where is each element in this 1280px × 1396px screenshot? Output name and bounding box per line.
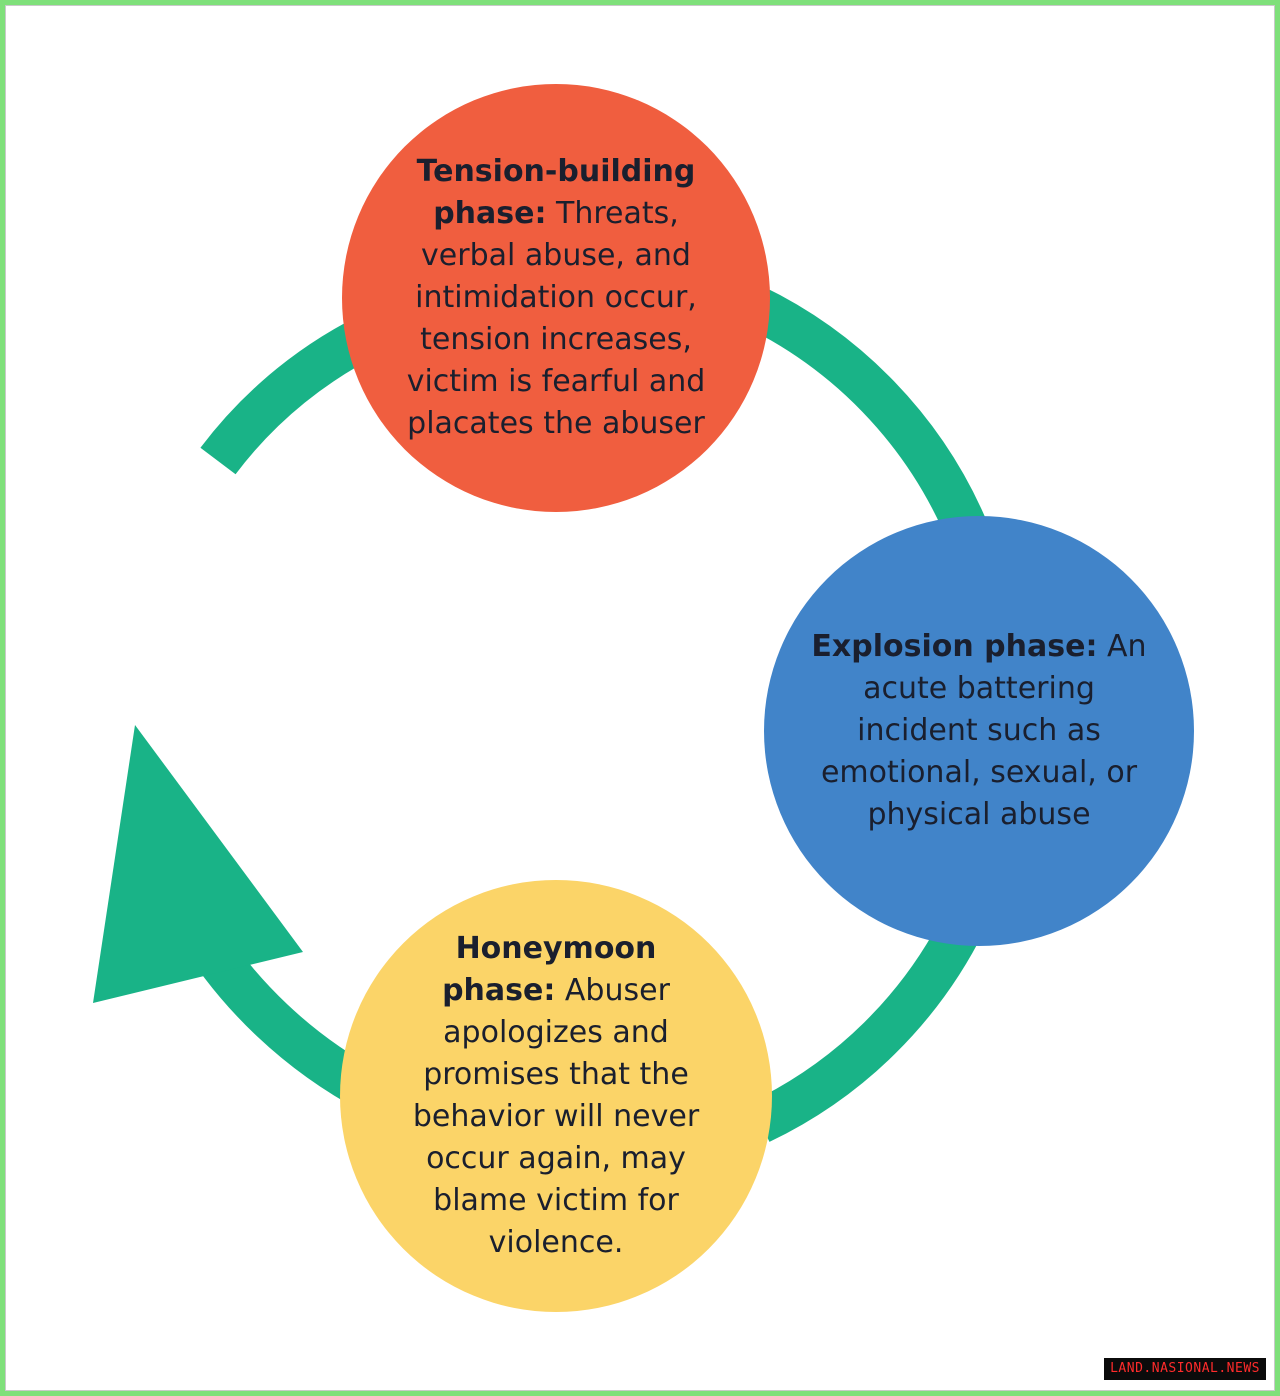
tension-phase-text: Tension-building phase: Threats, verbal …	[398, 151, 714, 445]
explosion-phase: Explosion phase: An acute battering inci…	[764, 516, 1194, 946]
cycle-arc-right-bottom	[750, 910, 985, 1142]
explosion-phase-description: An acute battering incident such as emot…	[820, 629, 1147, 832]
honeymoon-phase-title: Honeymoon phase:	[442, 931, 657, 1008]
tension-building-phase: Tension-building phase: Threats, verbal …	[342, 84, 770, 512]
tension-phase-title: Tension-building phase:	[416, 154, 696, 231]
cycle-arrowhead	[93, 725, 303, 1003]
honeymoon-phase-text: Honeymoon phase: Abuser apologizes and p…	[400, 928, 712, 1264]
honeymoon-phase: Honeymoon phase: Abuser apologizes and p…	[340, 880, 772, 1312]
cycle-arc-top-right	[731, 279, 991, 547]
explosion-phase-title: Explosion phase:	[811, 629, 1098, 664]
inner-frame	[5, 5, 1275, 1391]
tension-phase-description: Threats, verbal abuse, and intimidation …	[406, 196, 706, 441]
explosion-phase-text: Explosion phase: An acute battering inci…	[804, 626, 1154, 836]
honeymoon-phase-description: Abuser apologizes and promises that the …	[412, 973, 700, 1260]
watermark-badge: LAND.NASIONAL.NEWS	[1104, 1358, 1266, 1380]
